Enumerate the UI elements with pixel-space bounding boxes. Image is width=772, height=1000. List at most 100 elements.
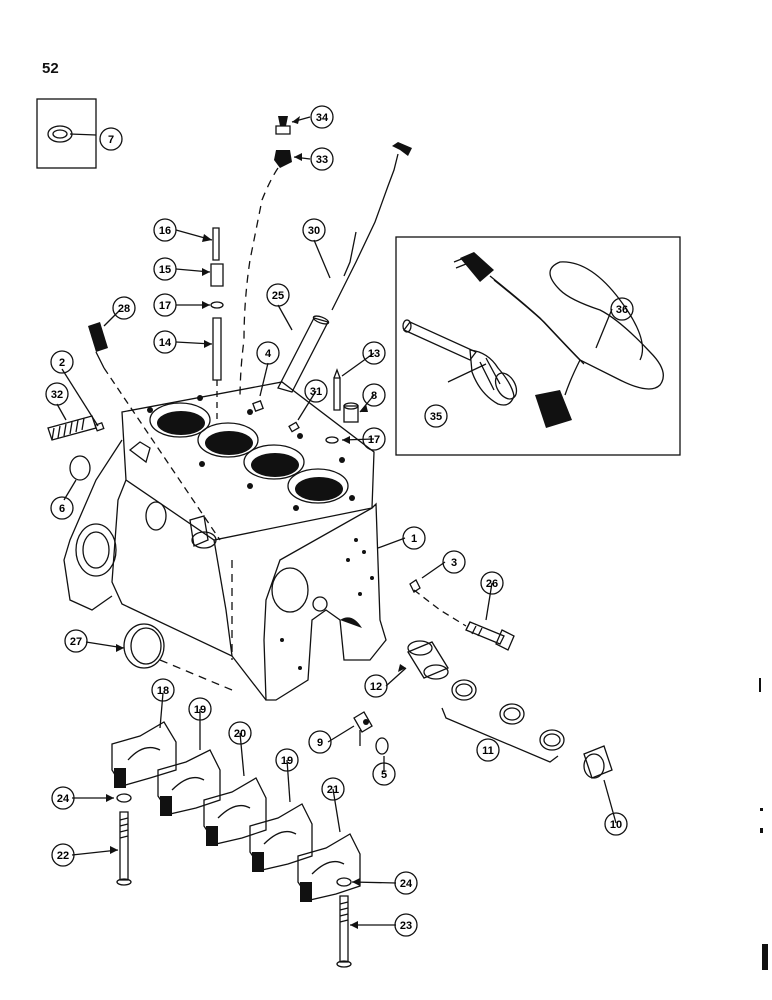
callout-label-12: 12 — [370, 681, 382, 693]
callout-label-26: 26 — [486, 578, 498, 590]
callout-label-17a: 17 — [159, 300, 171, 312]
leader-lines — [56, 116, 617, 926]
callout-33: 33 — [310, 147, 334, 171]
callout-22: 22 — [51, 843, 75, 867]
callout-5: 5 — [372, 762, 396, 786]
arrowheads — [106, 116, 406, 929]
callout-15: 15 — [153, 257, 177, 281]
cap-19 — [157, 749, 221, 816]
callout-14: 14 — [153, 330, 177, 354]
callout-2: 2 — [50, 350, 74, 374]
stud-stack — [210, 227, 224, 420]
callout-label-15: 15 — [159, 264, 171, 276]
block-heater-element — [402, 319, 518, 406]
callout-label-31: 31 — [310, 386, 322, 398]
page-number: 52 — [42, 60, 59, 77]
callout-label-34: 34 — [316, 112, 329, 124]
callout-35: 35 — [424, 404, 448, 428]
callout-30: 30 — [302, 218, 326, 242]
callout-label-20: 20 — [234, 728, 246, 740]
callout-8: 8 — [362, 383, 386, 407]
callout-1: 1 — [402, 526, 426, 550]
callout-label-10: 10 — [610, 819, 622, 831]
callout-31: 31 — [304, 379, 328, 403]
callout-28: 28 — [112, 296, 136, 320]
callout-23: 23 — [394, 913, 418, 937]
callout-label-2: 2 — [59, 357, 65, 369]
small-parts-left — [47, 415, 105, 481]
callout-label-25: 25 — [272, 290, 284, 302]
cap-21 — [297, 833, 361, 902]
callout-label-3: 3 — [451, 557, 457, 569]
callout-24a: 24 — [51, 786, 75, 810]
inset-box-heater — [395, 236, 681, 456]
callout-26: 26 — [480, 571, 504, 595]
callout-9: 9 — [308, 730, 332, 754]
callout-label-4: 4 — [265, 348, 272, 360]
callout-16: 16 — [153, 218, 177, 242]
callout-24b: 24 — [394, 871, 418, 895]
callout-label-14: 14 — [159, 337, 172, 349]
callout-label-23: 23 — [400, 920, 412, 932]
margin-marks — [759, 678, 768, 970]
callout-label-33: 33 — [316, 154, 328, 166]
heater-cord — [453, 252, 664, 428]
expansion-plug — [123, 623, 233, 691]
inset-box-plug — [36, 98, 97, 169]
callout-label-18: 18 — [157, 685, 169, 697]
sender-and-elbow — [239, 116, 292, 401]
callout-11: 11 — [476, 738, 500, 762]
callout-label-19a: 19 — [194, 704, 206, 716]
cap-bolts — [116, 793, 352, 968]
callout-label-24b: 24 — [400, 878, 413, 890]
callout-label-8: 8 — [371, 390, 377, 402]
cylinder-block — [63, 381, 387, 701]
callout-12: 12 — [364, 674, 388, 698]
callout-19b: 19 — [275, 748, 299, 772]
callout-label-5: 5 — [381, 769, 387, 781]
callout-label-6: 6 — [59, 503, 65, 515]
callout-27: 27 — [64, 629, 88, 653]
callout-label-7: 7 — [108, 134, 114, 146]
callout-7: 7 — [99, 127, 123, 151]
callout-25: 25 — [266, 283, 290, 307]
callout-19a: 19 — [188, 697, 212, 721]
callout-6: 6 — [50, 496, 74, 520]
callout-10: 10 — [604, 812, 628, 836]
callout-label-17b: 17 — [368, 434, 380, 446]
cap-19b — [249, 803, 313, 872]
callout-label-27: 27 — [70, 636, 82, 648]
callout-label-35: 35 — [430, 411, 442, 423]
callout-label-16: 16 — [159, 225, 171, 237]
callout-label-36: 36 — [616, 304, 628, 316]
callouts: 7 34 33 16 15 17 14 30 25 28 4 13 2 32 3… — [45, 105, 634, 937]
callout-label-32: 32 — [51, 389, 63, 401]
callout-label-19b: 19 — [281, 755, 293, 767]
cam-bearings — [407, 640, 613, 779]
small-parts-right — [353, 711, 389, 755]
dipstick-tube — [277, 315, 330, 393]
callout-20: 20 — [228, 721, 252, 745]
callout-label-13: 13 — [368, 348, 380, 360]
callout-label-24a: 24 — [57, 793, 70, 805]
callout-18: 18 — [151, 678, 175, 702]
callout-label-9: 9 — [317, 737, 323, 749]
callout-label-30: 30 — [308, 225, 320, 237]
dipstick — [331, 142, 412, 311]
cap-20 — [203, 777, 267, 846]
callout-17a: 17 — [153, 293, 177, 317]
flange-bolt — [409, 579, 515, 651]
oil-fitting — [88, 322, 221, 541]
small-parts-center — [252, 368, 359, 444]
callout-label-1: 1 — [411, 533, 417, 545]
callout-36: 36 — [610, 297, 634, 321]
callout-label-21: 21 — [327, 784, 339, 796]
callout-13: 13 — [362, 341, 386, 365]
main-bearing-caps — [111, 721, 361, 902]
callout-21: 21 — [321, 777, 345, 801]
callout-17b: 17 — [362, 427, 386, 451]
callout-label-11: 11 — [482, 745, 494, 757]
cap-18 — [111, 721, 177, 788]
callout-4: 4 — [256, 341, 280, 365]
